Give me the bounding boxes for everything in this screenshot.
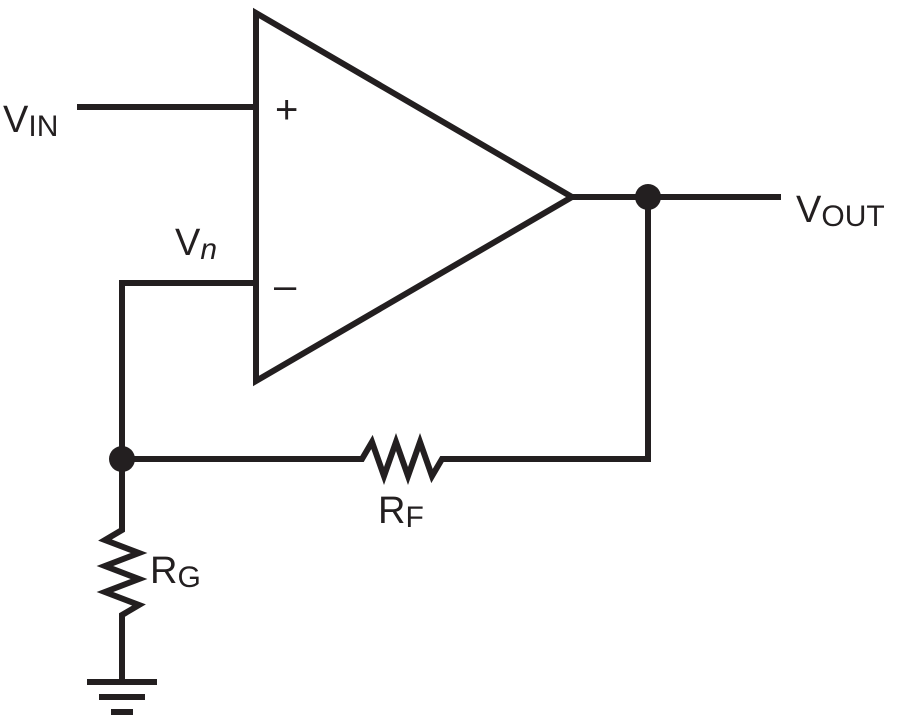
minus-sign: – (274, 264, 297, 308)
output-node-dot (635, 184, 661, 210)
vn-wire (119, 280, 259, 462)
ground-symbol (87, 679, 157, 715)
rf-resistor (347, 432, 455, 486)
op-amp-triangle (253, 7, 578, 387)
feedback-wire-output (449, 194, 651, 462)
feedback-node-dot (109, 446, 135, 472)
vin-label: VIN (3, 99, 58, 143)
plus-sign: + (275, 88, 298, 132)
vn-label: Vn (175, 222, 217, 266)
rg-resistor (96, 517, 148, 628)
vout-label: VOUT (796, 189, 885, 233)
rf-label: RF (378, 490, 424, 534)
rg-label: RG (150, 550, 201, 594)
